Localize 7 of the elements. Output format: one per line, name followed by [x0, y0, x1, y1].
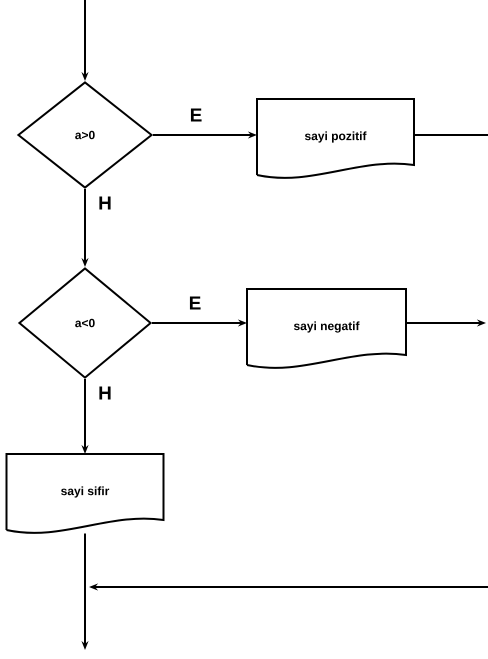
edge-label: E	[188, 295, 202, 311]
edge-label: H	[97, 385, 113, 401]
edge-label: H	[97, 195, 113, 211]
document-shape: sayi sifir	[6, 453, 164, 534]
document-shape: sayi pozitif	[256, 98, 415, 179]
edge-label: E	[188, 107, 204, 123]
document-shape: sayi negatif	[246, 288, 407, 369]
